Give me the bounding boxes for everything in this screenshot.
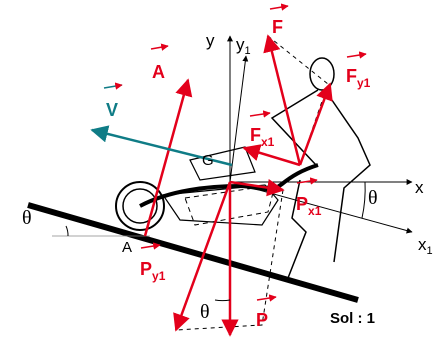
label-point-A: A	[122, 239, 132, 256]
vector-A	[143, 78, 193, 237]
label-axis-x: x	[415, 178, 424, 197]
rider-body	[324, 89, 371, 263]
overarrow-Fx1	[249, 110, 271, 118]
overarrow-P	[256, 294, 277, 302]
overarrow-Py1	[140, 242, 161, 250]
motorcycle-fuel-tank	[189, 146, 256, 181]
weight-parallelogram	[175, 189, 284, 331]
vector-Px1	[229, 178, 285, 197]
overarrow-Fy1	[346, 51, 367, 59]
label-vector-Px1: Px1	[296, 194, 322, 218]
label-axis-y: y	[206, 31, 215, 50]
rear-wheel-outer	[115, 181, 165, 231]
label-vector-P: P	[256, 310, 268, 330]
label-ground: Sol : 1	[330, 310, 375, 327]
label-vector-Fx1: Fx1	[250, 125, 275, 149]
rider-leg	[287, 179, 307, 279]
vector-Py1	[173, 181, 232, 332]
overarrow-V	[103, 82, 123, 90]
ground-line	[27, 202, 359, 303]
label-point-G: G	[202, 152, 214, 169]
overarrow-Px1	[296, 177, 318, 185]
overarrow-A	[150, 43, 169, 51]
label-theta-bottom: θ	[200, 301, 210, 323]
force-parallelogram	[267, 35, 329, 166]
vector-Fx1	[242, 144, 301, 167]
rider-arm	[270, 89, 319, 166]
label-vector-Fy1: Fy1	[346, 66, 371, 90]
label-axis-y1: y1	[236, 35, 251, 57]
vector-V	[90, 125, 233, 167]
label-vector-A: A	[152, 62, 165, 82]
y1-axis	[229, 55, 249, 183]
theta-arc-right	[361, 181, 366, 219]
rear-wheel-inner	[122, 188, 158, 224]
label-vector-Py1: Py1	[140, 259, 166, 283]
theta-arc-left	[65, 225, 69, 237]
vector-Fy1	[298, 82, 333, 166]
label-axis-x1: x1	[418, 235, 433, 257]
motorcycle-dashed-frame	[184, 184, 276, 226]
overarrow-F	[269, 3, 289, 11]
vector-F	[263, 34, 302, 166]
motorcycle-chassis-line	[139, 163, 319, 208]
label-theta-left: θ	[22, 207, 32, 229]
label-theta-right: θ	[368, 187, 378, 209]
theta-arc-bottom	[214, 299, 231, 302]
label-vector-V: V	[106, 100, 118, 120]
label-vector-F: F	[272, 17, 283, 37]
